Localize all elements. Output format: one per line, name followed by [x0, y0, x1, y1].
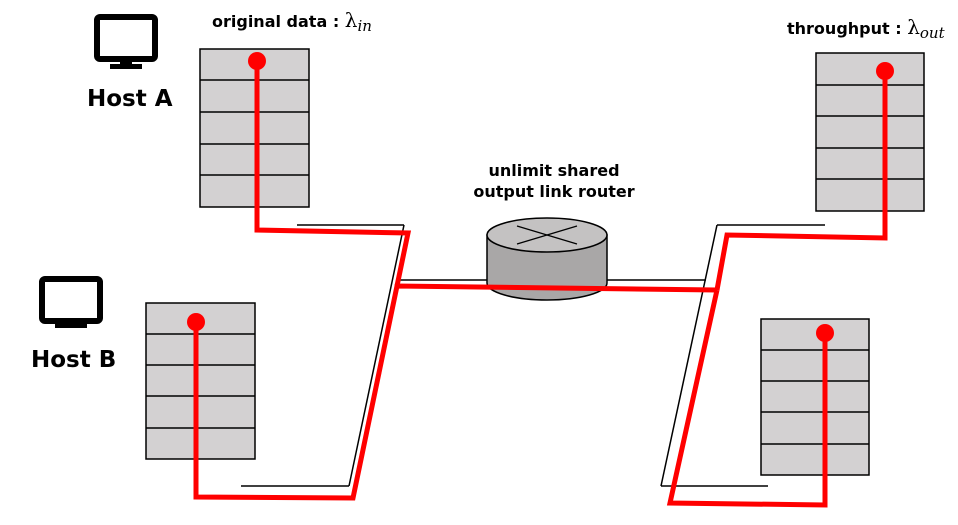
receiver-a-endpoint: [876, 62, 894, 80]
host-b-flow-path: [193, 283, 718, 501]
router-icon: [486, 217, 608, 301]
network-links: [241, 224, 825, 487]
receiver-a-buffer: [815, 52, 925, 212]
host-a-endpoint: [248, 52, 266, 70]
router-label-line-1: unlimit shared: [488, 161, 619, 180]
outbound-flow-path-b: [666, 289, 828, 508]
router-label-line-2: output link router: [473, 182, 634, 201]
host-a-label: Host A: [87, 86, 173, 112]
host-b-endpoint: [187, 313, 205, 331]
receiver-b-endpoint: [816, 324, 834, 342]
outbound-flow-path-a: [714, 71, 888, 291]
host-b-label: Host B: [31, 347, 116, 373]
host-a-monitor-icon: [94, 14, 158, 69]
flow-endpoints: [187, 52, 894, 342]
data-flow-paths: [193, 61, 888, 508]
host-b-monitor-icon: [39, 276, 103, 328]
throughput-label: throughput : λout: [787, 15, 946, 42]
receiver-b-buffer: [760, 318, 870, 476]
original-data-label: original data : λin: [212, 8, 372, 35]
host-a-flow-path: [254, 61, 412, 287]
